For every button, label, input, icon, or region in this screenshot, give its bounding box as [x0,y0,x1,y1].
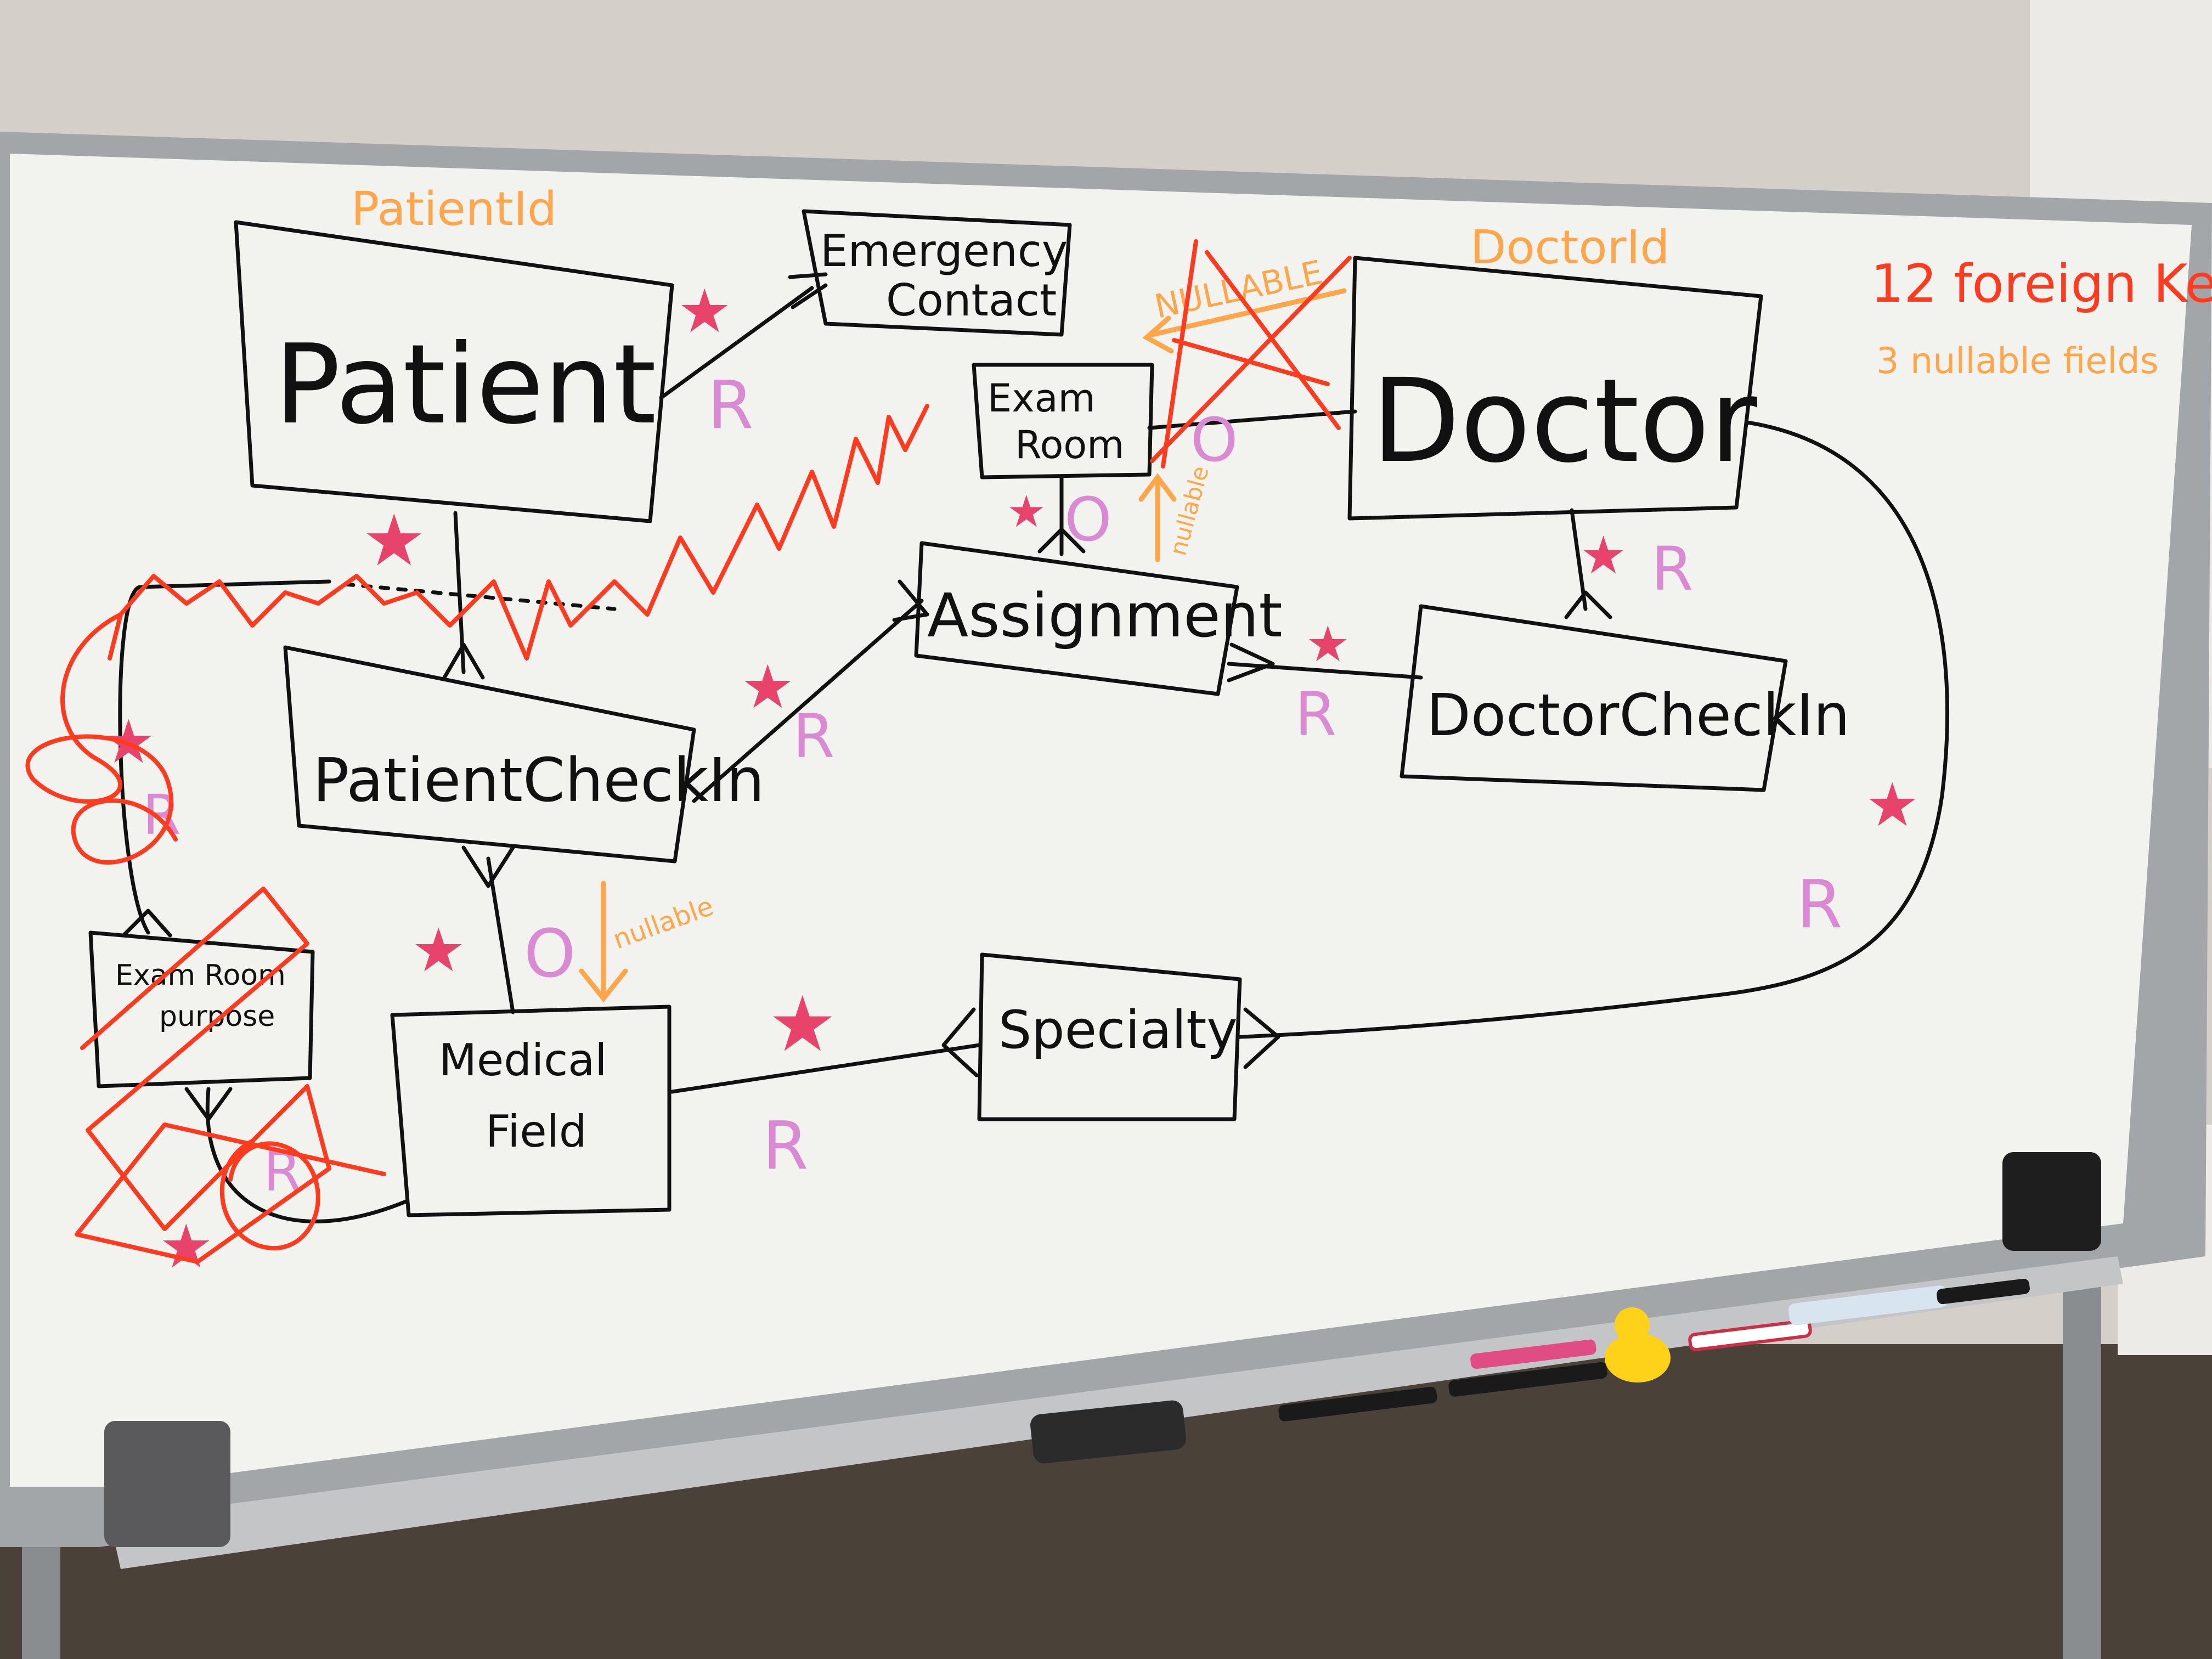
foreign-keys-note: 12 foreign Keys [1871,254,2212,314]
left-bin [104,1421,230,1547]
crowfoot-assignment-right [1227,642,1275,682]
o-mark: O [1064,484,1112,555]
patient-box [234,220,674,523]
crowfoot-specialty-right [1243,1007,1280,1069]
medical-field-label-2: Field [486,1106,587,1157]
r-mark: R [1797,867,1842,943]
emergency-contact-label-1: Emergency [820,225,1068,276]
star-mark: ★ [741,652,795,722]
marker-4 [1688,1319,1812,1352]
rubber-duck [1605,1333,1671,1383]
bottom-loop [219,1139,320,1251]
doctor-id-label: DoctorId [1470,221,1670,275]
line-patientcheckin-medicalfield [486,856,515,1014]
doctor-check-in-label: DoctorCheckIn [1426,682,1850,749]
line-patientcheckin-assignment [692,599,924,803]
doctor-check-in-box [1400,604,1788,792]
line-assignment-doctorcheckin [1227,662,1423,680]
assignment-box [914,541,1239,696]
rubber-duck-head [1615,1307,1650,1342]
crowfoot-emergency [788,272,828,309]
crowfoot-doctorcheckin [1564,590,1612,619]
line-exam-doctor [1147,409,1357,430]
crowfoot-assignment-top [1037,527,1086,554]
exam-room-label-1: Exam [988,376,1096,421]
purpose-strike [75,887,386,1264]
star-mark: ★ [362,499,426,582]
nullable-fields-note: 3 nullable fields [1876,341,2158,382]
crowfoot-purpose-bottom [184,1087,233,1121]
r-mark: R [708,368,753,444]
star-mark: ★ [1306,616,1350,673]
star-mark: ★ [411,915,466,985]
crowfoot-purpose-top [121,909,172,938]
specialty-box [977,952,1242,1121]
emergency-contact-box [802,209,1072,337]
medical-field-label-1: Medical [439,1035,607,1086]
patient-label: Patient [274,321,656,449]
doctor-box [1347,256,1763,521]
o-mark: O [524,916,575,992]
r-mark: R [793,701,834,771]
marker-1 [1278,1386,1437,1421]
exam-room-purpose-label-1: Exam Room [115,959,286,992]
crowfoot-specialty-left [941,1007,979,1077]
marker-6 [1937,1278,2030,1305]
r-mark: R [1295,679,1336,749]
exam-room-purpose-label-2: purpose [159,1000,275,1033]
patient-check-in-box [283,645,696,864]
exam-room-label-2: Room [1015,422,1124,467]
patient-id-label: PatientId [351,182,557,236]
marker-2 [1448,1362,1607,1397]
doctor-label: Doctor [1372,354,1757,488]
marker-5 [1788,1285,1948,1325]
nullable-arrow-exam [1138,473,1177,562]
specialty-label: Specialty [998,1000,1238,1060]
emergency-contact-label-2: Contact [886,275,1057,326]
o-mark: O [1190,405,1238,475]
star-mark: ★ [159,1211,213,1282]
eraser [1030,1400,1186,1464]
loop-scribble [25,612,178,865]
crowfoot-assignment-left [892,579,929,622]
crowfoot-medicalfield-top [461,845,515,888]
zigzag-scribble [108,404,929,661]
star-mark: ★ [1580,526,1627,586]
right-bin [2002,1152,2101,1251]
line-doctor-specialty-curve [1238,420,1950,1039]
line-patientcheckin-purpose [118,579,331,935]
star-mark: ★ [1865,770,1920,840]
exam-room-box [972,363,1154,479]
star-mark: ★ [1007,486,1046,537]
line-patient-emergency [659,286,814,400]
nullable-arrow-middle [579,881,628,1003]
line-medicalfield-specialty [670,1043,981,1094]
r-mark: R [1651,534,1693,604]
crowfoot-patientcheckin [442,642,485,680]
exam-room-cross [1150,239,1352,469]
star-mark: ★ [768,980,837,1069]
r-mark: R [763,1108,808,1184]
patient-check-in-label: PatientCheckIn [313,745,765,815]
medical-field-box [390,1005,672,1217]
assignment-label: Assignment [927,580,1283,651]
whiteboard-surface [10,154,2192,1487]
marker-3 [1470,1339,1596,1369]
star-mark: ★ [678,276,732,346]
